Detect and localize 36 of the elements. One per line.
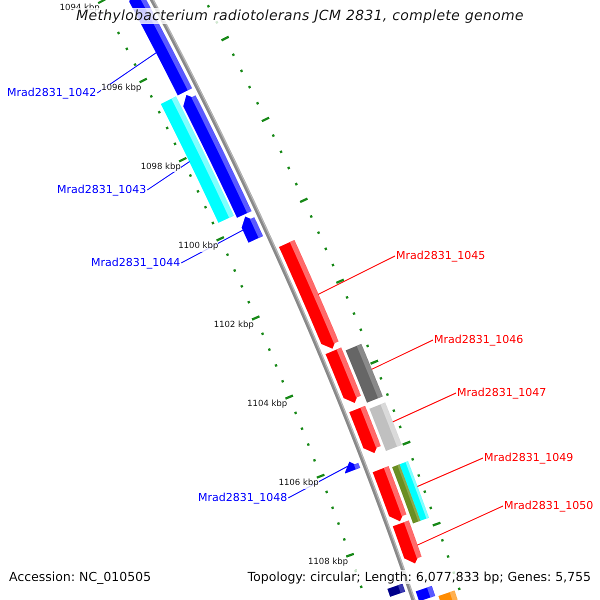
gene-bar bbox=[278, 240, 339, 349]
gene-label: Mrad2831_1045 bbox=[396, 250, 486, 262]
genome-summary-note: Topology: circular; Length: 6,077,833 bp; Genes: 5,755 bbox=[248, 570, 591, 584]
gene-bar bbox=[344, 462, 360, 474]
gene-bar bbox=[387, 584, 406, 597]
scale-tick-label: 1098 kbp bbox=[140, 162, 181, 172]
gene-bar bbox=[416, 586, 436, 600]
scale-tick-label: 1106 kbp bbox=[278, 479, 319, 489]
scale-tick-label: 1104 kbp bbox=[247, 400, 288, 410]
gene-label: Mrad2831_1047 bbox=[457, 386, 546, 400]
gene-label: Mrad2831_1043 bbox=[57, 184, 146, 196]
leader-line bbox=[96, 52, 157, 94]
leader-line bbox=[318, 256, 396, 295]
gene-label: Mrad2831_1044 bbox=[91, 256, 180, 270]
gene-bar bbox=[183, 94, 252, 218]
gene-bar bbox=[392, 520, 422, 564]
accession-note: Accession: NC_010505 bbox=[9, 570, 152, 584]
scale-tick-label: 1108 kbp bbox=[308, 558, 348, 568]
leader-line bbox=[392, 392, 456, 422]
leader-line bbox=[371, 340, 434, 370]
gene-bar bbox=[369, 402, 402, 452]
gene-label: Mrad2831_1050 bbox=[504, 500, 594, 512]
leader-line bbox=[416, 458, 484, 487]
gene-label: Mrad2831_1048 bbox=[198, 492, 288, 504]
gene-bar bbox=[242, 216, 263, 243]
gene-bar bbox=[400, 461, 429, 521]
gene-label: Mrad2831_1049 bbox=[484, 452, 574, 464]
gene-label: Mrad2831_1042 bbox=[7, 86, 96, 100]
scale-tick-label: 1100 kbp bbox=[178, 242, 218, 252]
leader-line bbox=[146, 161, 190, 190]
gene-bar bbox=[438, 590, 458, 600]
scale-tick-label: 1096 kbp bbox=[101, 84, 142, 94]
gene-bar bbox=[346, 344, 383, 403]
leader-line bbox=[417, 506, 504, 546]
scale-tick-label: 1102 kbp bbox=[214, 320, 254, 331]
gene-label: Mrad2831_1046 bbox=[434, 334, 524, 346]
